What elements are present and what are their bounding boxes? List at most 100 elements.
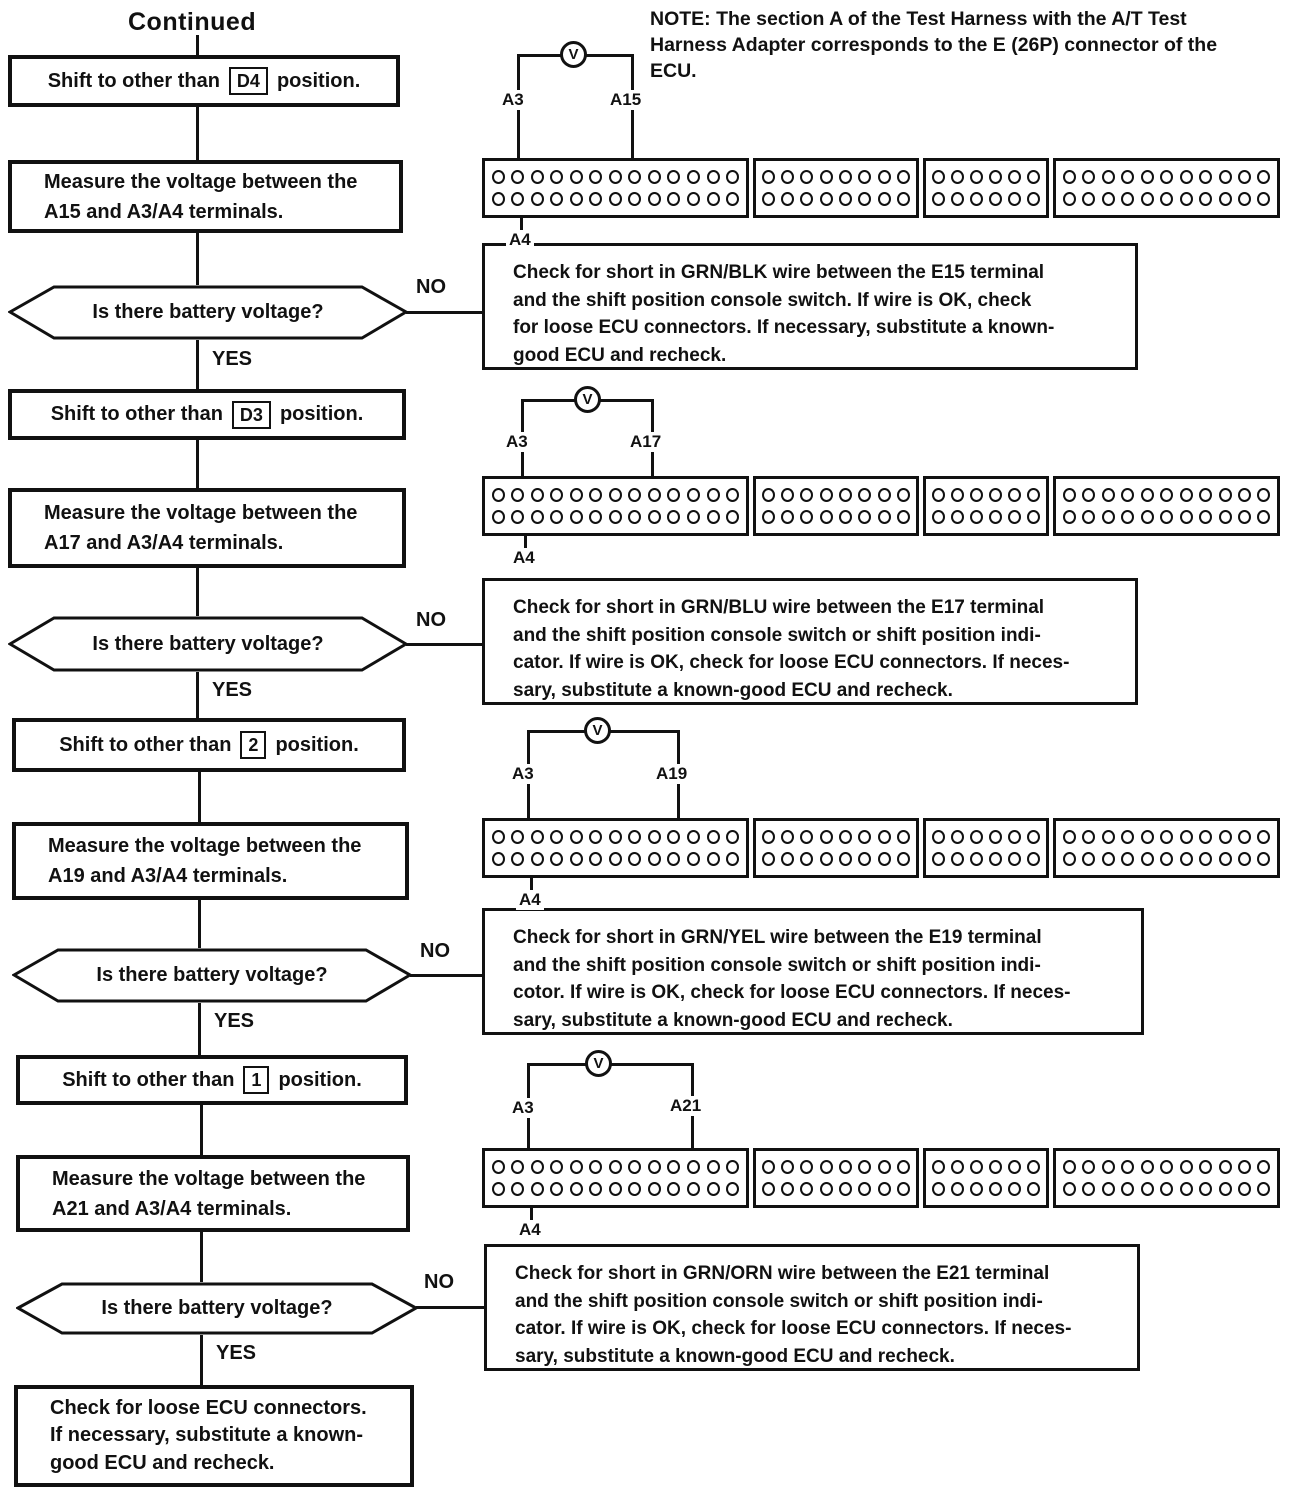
pin bbox=[667, 852, 681, 867]
pin bbox=[1062, 852, 1076, 867]
pin bbox=[628, 1159, 642, 1174]
pin bbox=[1101, 487, 1115, 502]
pin bbox=[608, 192, 622, 207]
pin bbox=[781, 852, 795, 867]
pin bbox=[530, 169, 544, 184]
no-label: NO bbox=[420, 940, 450, 962]
decision-hexagon: Is there battery voltage? bbox=[16, 1282, 418, 1335]
connector-section bbox=[923, 476, 1050, 536]
pin-row bbox=[926, 192, 1046, 207]
flow-line bbox=[196, 233, 199, 285]
ecu-connector-strip bbox=[482, 476, 1280, 536]
pin bbox=[800, 169, 814, 184]
pin bbox=[687, 829, 701, 844]
yes-label: YES bbox=[212, 679, 253, 701]
pin bbox=[932, 829, 946, 844]
pin bbox=[896, 829, 910, 844]
pin-row bbox=[756, 829, 916, 844]
pin bbox=[1121, 487, 1135, 502]
pin bbox=[1008, 852, 1022, 867]
pin bbox=[1179, 169, 1193, 184]
pin bbox=[491, 1159, 505, 1174]
pin bbox=[511, 487, 525, 502]
pin bbox=[1218, 1159, 1232, 1174]
pin bbox=[970, 487, 984, 502]
pin bbox=[550, 1159, 564, 1174]
pin bbox=[608, 510, 622, 525]
pin bbox=[608, 487, 622, 502]
pin bbox=[511, 510, 525, 525]
pin bbox=[550, 852, 564, 867]
shift-text-pre: Shift to other than bbox=[62, 1068, 235, 1091]
pin-row bbox=[485, 1159, 746, 1174]
pin bbox=[1140, 487, 1154, 502]
connector-section bbox=[482, 818, 749, 878]
pin bbox=[1199, 192, 1213, 207]
pin bbox=[989, 510, 1003, 525]
pin-row bbox=[756, 852, 916, 867]
pin bbox=[1101, 1182, 1115, 1197]
pin bbox=[800, 487, 814, 502]
pin bbox=[839, 852, 853, 867]
pin bbox=[1218, 829, 1232, 844]
terminal-label: A4 bbox=[510, 548, 538, 568]
pin bbox=[932, 487, 946, 502]
pin bbox=[761, 1182, 775, 1197]
decision-text: Is there battery voltage? bbox=[92, 632, 324, 655]
pin bbox=[1140, 852, 1154, 867]
pin bbox=[858, 169, 872, 184]
pin-row bbox=[1056, 1159, 1277, 1174]
pin bbox=[839, 829, 853, 844]
pin bbox=[628, 487, 642, 502]
pin bbox=[1140, 192, 1154, 207]
pin bbox=[896, 192, 910, 207]
pin bbox=[1179, 852, 1193, 867]
pin bbox=[550, 1182, 564, 1197]
pin bbox=[1121, 1159, 1135, 1174]
pin-row bbox=[926, 852, 1046, 867]
pin bbox=[858, 829, 872, 844]
pin bbox=[1062, 1182, 1076, 1197]
connector-section bbox=[752, 158, 920, 218]
pin bbox=[951, 1182, 965, 1197]
pin bbox=[1121, 510, 1135, 525]
pin bbox=[530, 487, 544, 502]
pin bbox=[800, 1159, 814, 1174]
pin bbox=[1008, 169, 1022, 184]
pin bbox=[1062, 510, 1076, 525]
pin bbox=[839, 169, 853, 184]
pin bbox=[1160, 510, 1174, 525]
pin bbox=[589, 1182, 603, 1197]
pin bbox=[989, 169, 1003, 184]
pin bbox=[687, 510, 701, 525]
pin bbox=[1257, 1159, 1271, 1174]
pin bbox=[1027, 1182, 1041, 1197]
pin bbox=[1008, 510, 1022, 525]
flow-line bbox=[196, 440, 199, 488]
pin bbox=[706, 192, 720, 207]
pin-row bbox=[756, 487, 916, 502]
connector-section bbox=[752, 818, 920, 878]
pin bbox=[726, 487, 740, 502]
decision-text: Is there battery voltage? bbox=[96, 964, 328, 986]
pin bbox=[491, 1182, 505, 1197]
pin bbox=[970, 829, 984, 844]
voltmeter-icon: V bbox=[574, 386, 601, 413]
pin bbox=[819, 169, 833, 184]
pin bbox=[530, 192, 544, 207]
pin bbox=[1027, 1159, 1041, 1174]
pin bbox=[877, 487, 891, 502]
pin bbox=[989, 852, 1003, 867]
no-action-box: Check for short in GRN/YEL wire between … bbox=[482, 908, 1144, 1035]
pin bbox=[1008, 192, 1022, 207]
pin bbox=[1082, 829, 1096, 844]
pin bbox=[706, 169, 720, 184]
decision-hexagon: Is there battery voltage? bbox=[8, 616, 408, 672]
pin bbox=[1179, 487, 1193, 502]
connector-section bbox=[482, 158, 749, 218]
pin bbox=[761, 1159, 775, 1174]
terminal-tick bbox=[530, 1208, 533, 1220]
pin bbox=[550, 510, 564, 525]
step-measure-box: Measure the voltage between the A21 and … bbox=[16, 1155, 410, 1232]
gear-position-key: 2 bbox=[240, 731, 267, 759]
